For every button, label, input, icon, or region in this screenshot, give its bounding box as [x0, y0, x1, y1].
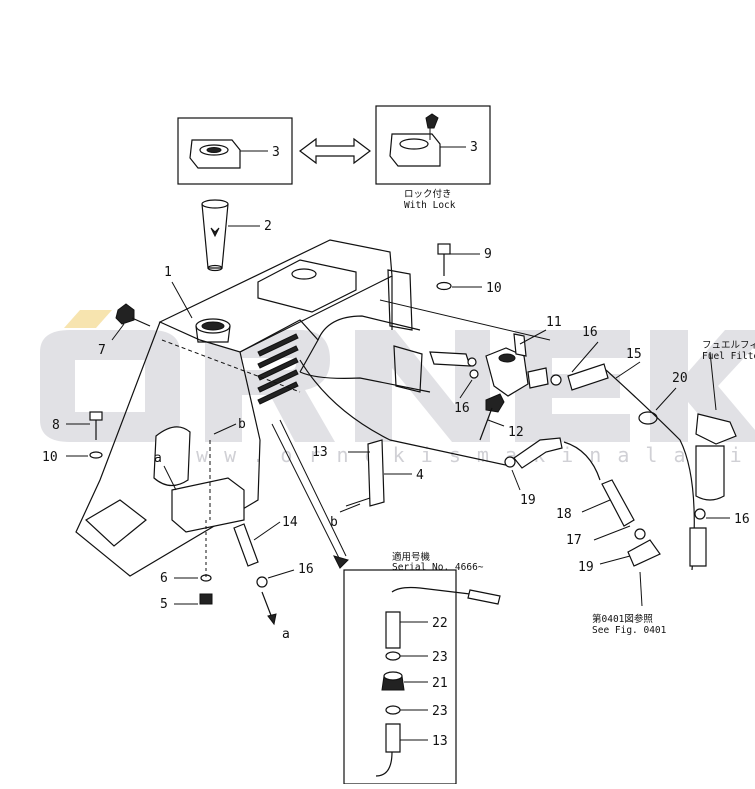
cap-variant-box-with-lock	[375, 105, 491, 185]
cap-variant-box-standard	[177, 117, 293, 185]
part-number-3a: 3	[272, 145, 280, 160]
part-number-16d: 16	[734, 512, 750, 527]
part-number-13a: 13	[312, 445, 328, 460]
reference-letters: a a b b	[154, 417, 338, 642]
part-number-4: 4	[416, 468, 424, 483]
fuel-cock-assembly	[429, 329, 609, 441]
watermark-logo	[40, 310, 755, 442]
see-fig-label-jp: 第0401図参照	[592, 613, 653, 625]
ref-letter-a2: a	[282, 627, 290, 642]
with-lock-label-jp: ロック付き	[404, 189, 452, 200]
part-number-19a: 19	[520, 493, 536, 508]
fuel-filter-label-en: Fuel Filter	[702, 351, 755, 362]
interchange-arrow	[299, 137, 371, 165]
part-number-2: 2	[264, 219, 272, 234]
part-number-21: 21	[432, 676, 448, 691]
part-number-8: 8	[52, 418, 60, 433]
hose-15	[605, 361, 695, 571]
part-number-15: 15	[626, 347, 642, 362]
part-number-14: 14	[282, 515, 298, 530]
part-number-6: 6	[160, 571, 168, 586]
part-number-23b: 23	[432, 704, 448, 719]
with-lock-label-en: With Lock	[404, 200, 456, 211]
part-number-5: 5	[160, 597, 168, 612]
part-number-23a: 23	[432, 650, 448, 665]
watermark: w w w . o r n e k i s m a k i n a l a r …	[40, 310, 755, 467]
ref-letter-a1: a	[154, 451, 162, 466]
part-number-20: 20	[672, 371, 688, 386]
part-number-13b: 13	[432, 734, 448, 749]
drain-plug	[174, 520, 213, 605]
ref-letter-b1: b	[238, 417, 246, 432]
part-number-12: 12	[508, 425, 524, 440]
part-number-22: 22	[432, 616, 448, 631]
serial-label-jp: 適用号機	[392, 551, 431, 563]
part-number-16c: 16	[298, 562, 314, 577]
fuel-filter-label-jp: フュエルフィルタ	[702, 340, 755, 351]
part-callouts: 1 2 3 3 4 5 6 7 8 9 10 10 11 12 13 13 14…	[42, 140, 750, 749]
part-number-7: 7	[98, 343, 106, 358]
part-number-19b: 19	[578, 560, 594, 575]
inset-serial-box	[343, 569, 501, 785]
return-hoses	[299, 359, 661, 607]
part-number-10b: 10	[486, 281, 502, 296]
part-number-9: 9	[484, 247, 492, 262]
filler-strainer	[201, 199, 260, 272]
part-number-17: 17	[566, 533, 582, 548]
hose-14	[233, 521, 295, 626]
part-number-18: 18	[556, 507, 572, 522]
clip-20	[638, 387, 677, 425]
part-number-16b: 16	[454, 401, 470, 416]
level-gauge-4	[339, 439, 412, 513]
inset-pointer	[271, 419, 349, 569]
part-number-3b: 3	[470, 140, 478, 155]
ref-letter-b2: b	[330, 515, 338, 530]
see-fig-label-en: See Fig. 0401	[592, 625, 667, 636]
part-number-1: 1	[164, 265, 172, 280]
fuel-tank	[75, 239, 551, 577]
bolt-7	[111, 303, 151, 341]
serial-label-en: Serial No. 4666~	[392, 562, 484, 573]
bolt-8	[66, 411, 103, 459]
fuel-filter	[689, 351, 737, 567]
bolt-9	[436, 243, 482, 291]
part-number-16a: 16	[582, 325, 598, 340]
part-number-10a: 10	[42, 450, 58, 465]
part-number-11: 11	[546, 315, 562, 330]
